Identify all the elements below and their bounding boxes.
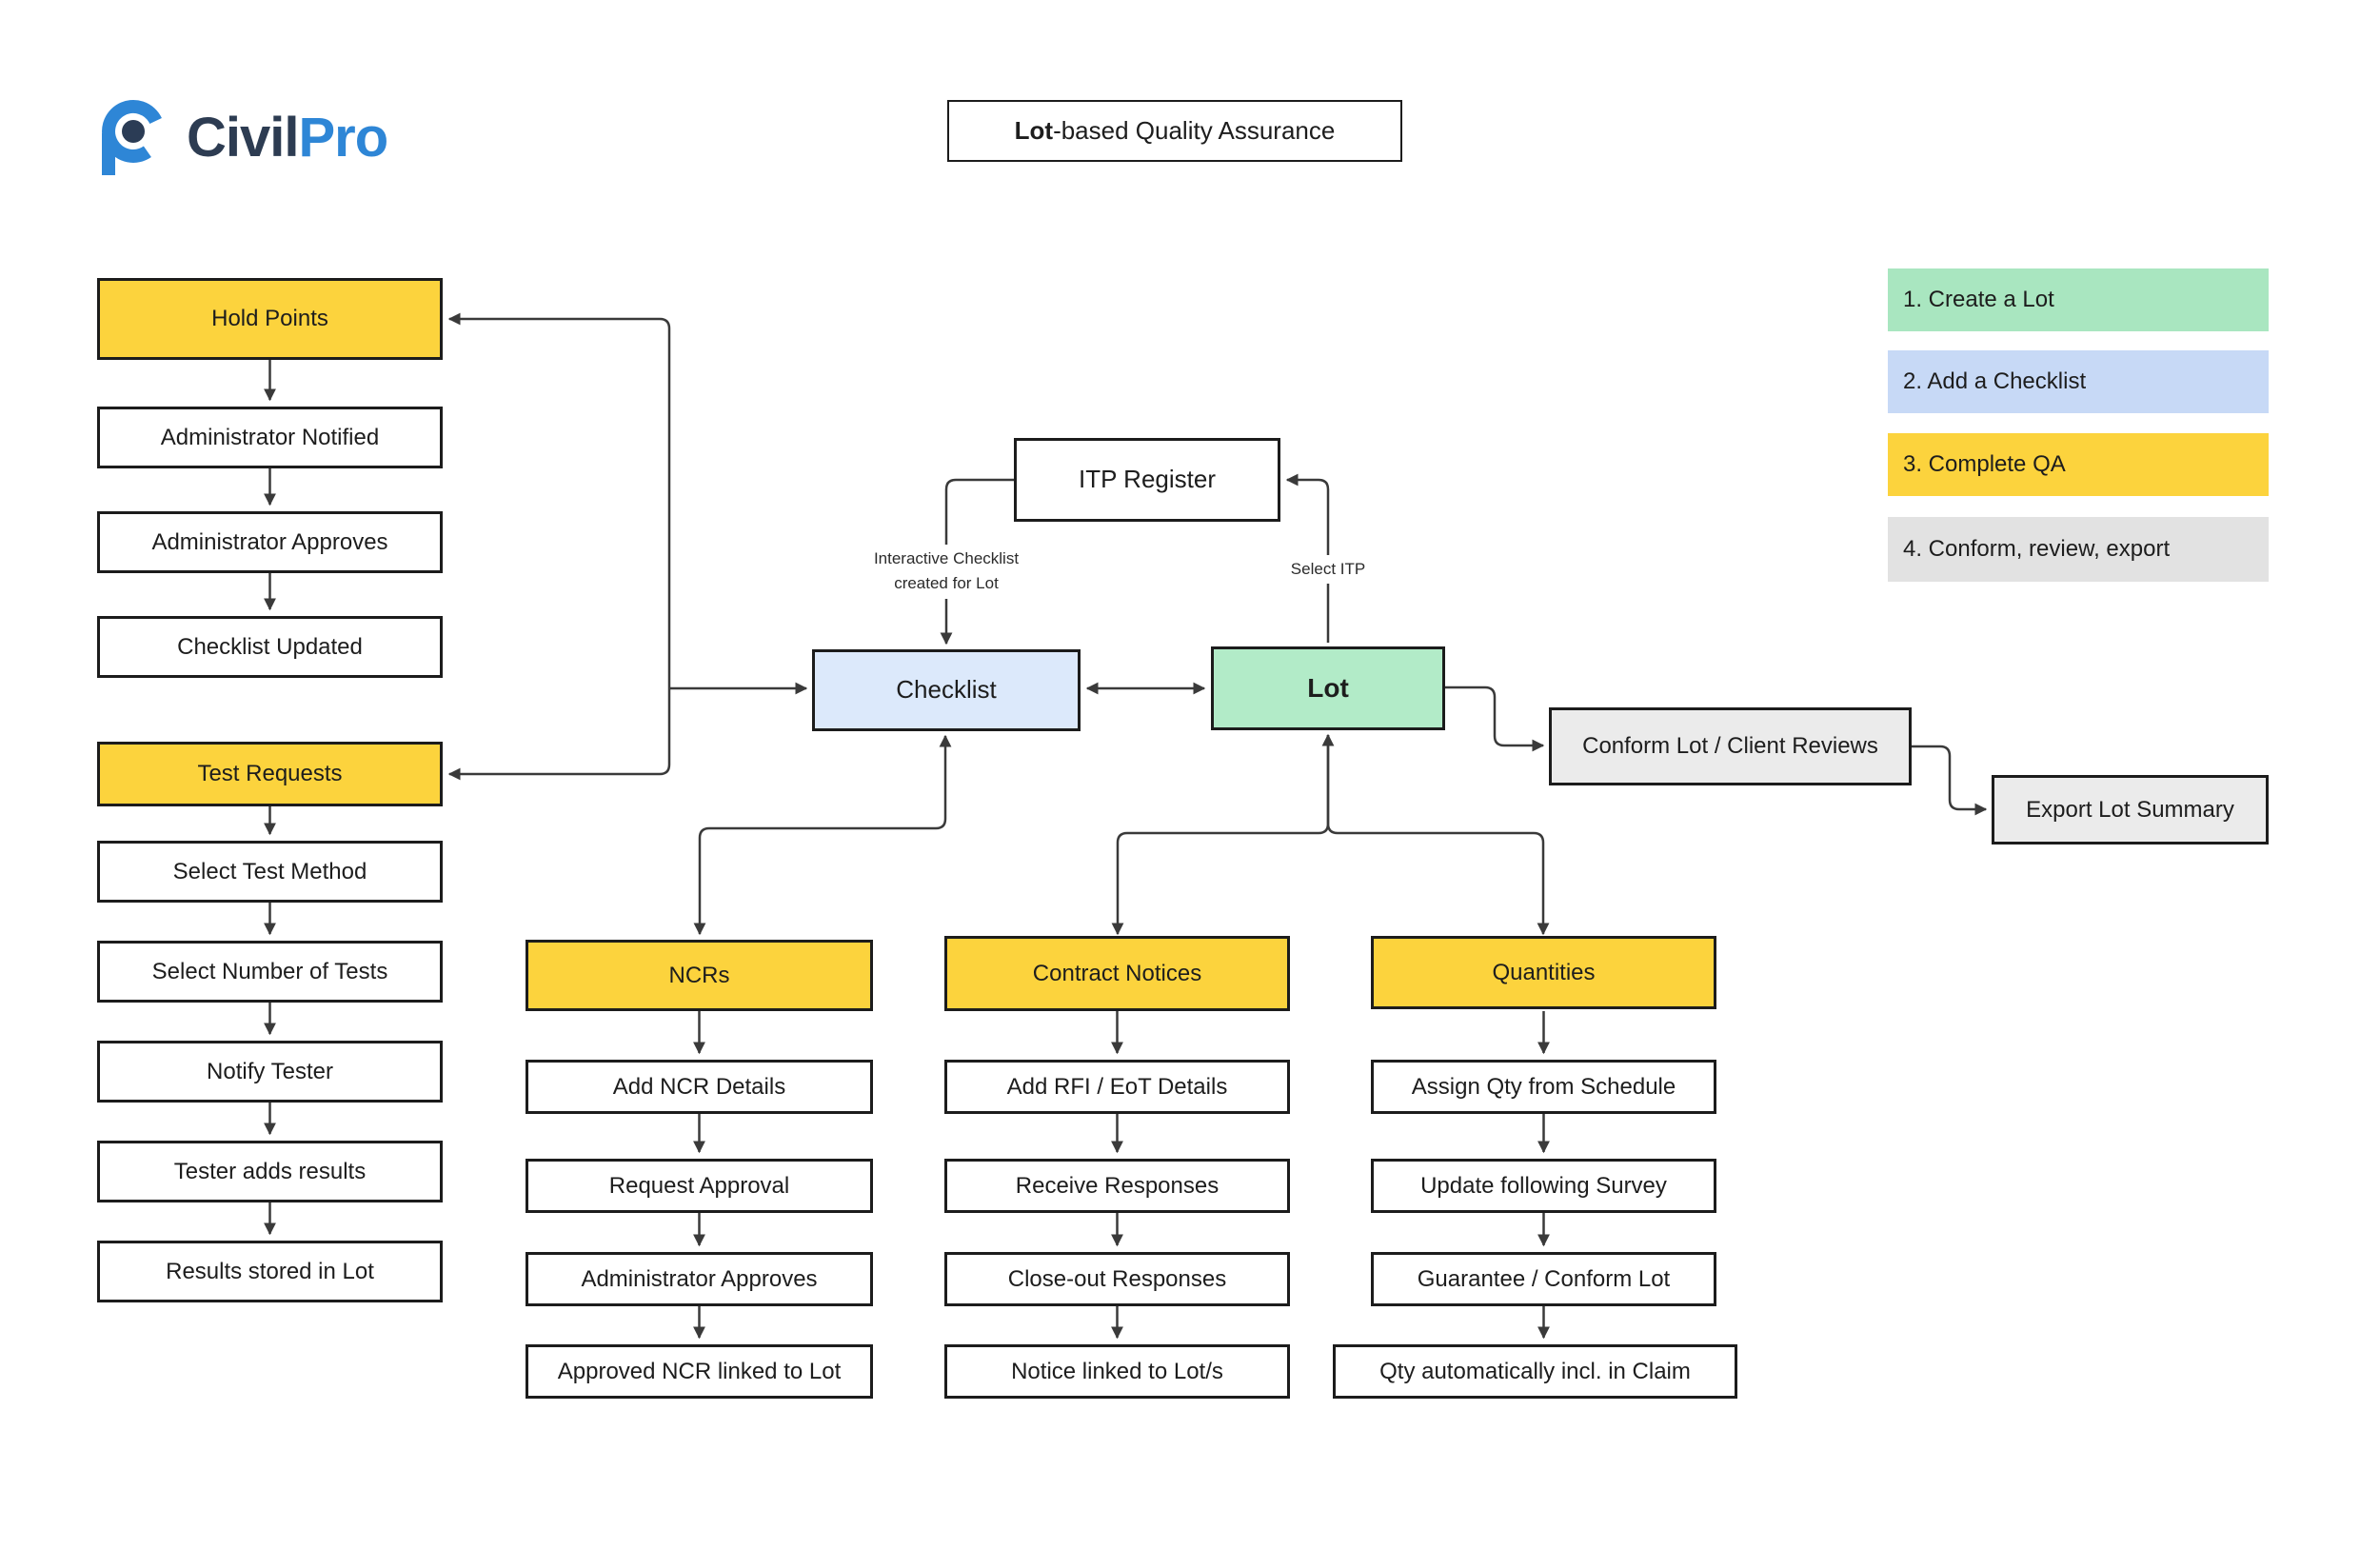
brand-civil: Civil <box>187 106 299 169</box>
node-contract-notices: Contract Notices <box>944 936 1290 1011</box>
node-guarantee-conform-lot: Guarantee / Conform Lot <box>1371 1252 1716 1306</box>
node-receive-responses: Receive Responses <box>944 1159 1290 1213</box>
node-select-test-method: Select Test Method <box>97 841 443 903</box>
legend-item-complete-qa: 3. Complete QA <box>1888 433 2269 496</box>
node-add-ncr-details: Add NCR Details <box>526 1060 873 1114</box>
edge-label-line: Interactive Checklist <box>873 549 1020 567</box>
legend-label: 3. Complete QA <box>1903 451 2066 477</box>
node-notice-linked-to-lots: Notice linked to Lot/s <box>944 1344 1290 1399</box>
node-administrator-approves-hp: Administrator Approves <box>97 511 443 573</box>
legend-label: 2. Add a Checklist <box>1903 368 2087 394</box>
node-hold-points: Hold Points <box>97 278 443 360</box>
node-assign-qty-from-schedule: Assign Qty from Schedule <box>1371 1060 1716 1114</box>
node-update-following-survey: Update following Survey <box>1371 1159 1716 1213</box>
node-checklist-updated: Checklist Updated <box>97 616 443 678</box>
node-itp-register: ITP Register <box>1014 438 1280 522</box>
civilpro-logo-icon <box>93 95 173 180</box>
legend-label: 4. Conform, review, export <box>1903 536 2171 562</box>
node-administrator-notified: Administrator Notified <box>97 407 443 468</box>
node-approved-ncr-linked-to-lot: Approved NCR linked to Lot <box>526 1344 873 1399</box>
edge-label-interactive-checklist: Interactive Checklist created for Lot <box>868 545 1024 599</box>
title-lead: Lot <box>1014 116 1054 145</box>
node-tester-adds-results: Tester adds results <box>97 1141 443 1202</box>
brand-name: CivilPro <box>187 98 389 178</box>
edge-label-line: created for Lot <box>894 574 999 593</box>
node-select-number-of-tests: Select Number of Tests <box>97 941 443 1003</box>
diagram-title: Lot-based Quality Assurance <box>947 100 1402 162</box>
node-ncrs: NCRs <box>526 940 873 1011</box>
node-notify-tester: Notify Tester <box>97 1041 443 1103</box>
node-conform-lot-client-reviews: Conform Lot / Client Reviews <box>1549 707 1912 785</box>
node-export-lot-summary: Export Lot Summary <box>1992 775 2269 845</box>
legend-label: 1. Create a Lot <box>1903 287 2054 312</box>
node-test-requests: Test Requests <box>97 742 443 806</box>
node-request-approval: Request Approval <box>526 1159 873 1213</box>
node-checklist: Checklist <box>812 649 1081 731</box>
node-lot: Lot <box>1211 646 1445 730</box>
legend-item-create-lot: 1. Create a Lot <box>1888 268 2269 331</box>
node-qty-automatically-incl-in-claim: Qty automatically incl. in Claim <box>1333 1344 1737 1399</box>
node-add-rfi-eot-details: Add RFI / EoT Details <box>944 1060 1290 1114</box>
legend-item-add-checklist: 2. Add a Checklist <box>1888 350 2269 413</box>
legend-item-conform-review-export: 4. Conform, review, export <box>1888 517 2269 582</box>
node-administrator-approves-ncr: Administrator Approves <box>526 1252 873 1306</box>
node-close-out-responses: Close-out Responses <box>944 1252 1290 1306</box>
node-quantities: Quantities <box>1371 936 1716 1009</box>
civilpro-logo: CivilPro <box>93 95 389 180</box>
brand-pro: Pro <box>298 106 389 169</box>
edge-label-select-itp: Select ITP <box>1285 555 1371 585</box>
title-rest: -based Quality Assurance <box>1053 116 1336 145</box>
node-results-stored-in-lot: Results stored in Lot <box>97 1241 443 1302</box>
